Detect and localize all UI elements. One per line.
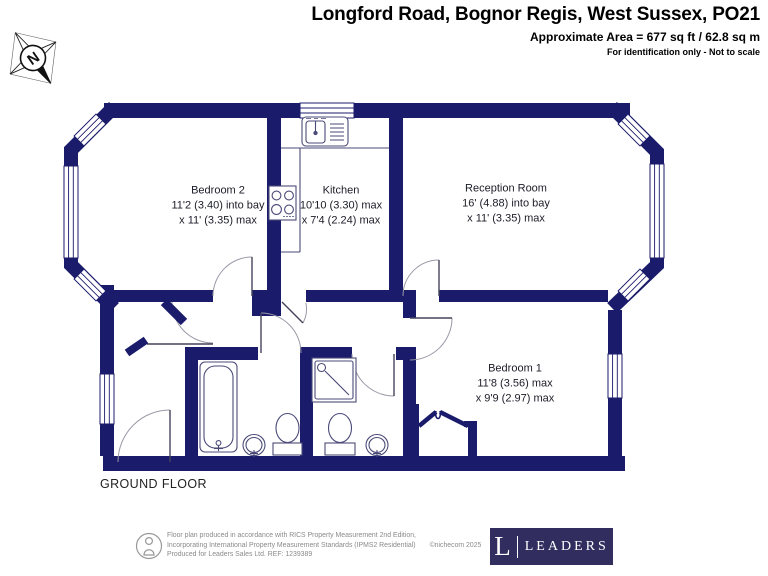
- sink-icon: [301, 116, 349, 147]
- kitchen-door-arc: [302, 302, 308, 324]
- entrance-door-arc: [117, 409, 171, 463]
- bay-window-left-bottom: [73, 268, 107, 302]
- footer-line3: Produced for Leaders Sales Ltd. REF: 123…: [167, 551, 313, 558]
- footer-line2: Incorporating International Property Mea…: [167, 541, 482, 549]
- nichecom-icon: [135, 532, 163, 560]
- toilet-icon: [272, 412, 303, 456]
- header: Longford Road, Bognor Regis, West Sussex…: [311, 4, 760, 57]
- bay-window-left-top: [73, 113, 107, 147]
- entrance-cupboard-wall: [124, 336, 149, 357]
- bedroom1-door-arc: [409, 317, 453, 361]
- bay-window-left-mid: [63, 165, 79, 259]
- hob-icon: [268, 185, 297, 221]
- kitchen-counter-line: [281, 147, 389, 253]
- logo-name: LEADERS: [524, 538, 609, 554]
- bathtub-icon: [199, 361, 238, 453]
- doors: [117, 256, 470, 463]
- hall-window-icon: [99, 373, 115, 425]
- toilet-icon: [324, 412, 356, 456]
- copyright: ©nichecom 2025: [429, 541, 482, 549]
- logo-letter: L: [494, 531, 511, 561]
- wardrobe-doors-icon: [417, 409, 470, 429]
- shower-icon: [311, 357, 357, 403]
- page-title: Longford Road, Bognor Regis, West Sussex…: [311, 4, 760, 25]
- bedroom1-window-icon: [607, 353, 623, 399]
- walls: [100, 103, 630, 471]
- bay-window-right-mid: [649, 163, 665, 259]
- basin-icon: [365, 433, 389, 457]
- disclaimer-text: For identification only - Not to scale: [606, 47, 760, 57]
- bay-window-right-top: [617, 113, 651, 147]
- fixtures: [199, 116, 389, 457]
- bay-window-right-bottom: [617, 268, 651, 302]
- footer-line1: Floor plan produced in accordance with R…: [167, 532, 416, 539]
- floor-label: GROUND FLOOR: [100, 477, 207, 491]
- basin-icon: [242, 433, 266, 457]
- kitchen-window-icon: [299, 102, 355, 119]
- footer-text: Floor plan produced in accordance with R…: [167, 531, 481, 560]
- windows: [63, 102, 665, 425]
- cupboard-angled-wall: [160, 298, 188, 326]
- kitchen-door-leaf: [281, 301, 304, 324]
- reception-door-arc: [402, 259, 440, 297]
- logo-divider: [516, 535, 518, 558]
- bedroom2-door-arc: [212, 256, 253, 297]
- approximate-area: Approximate Area = 677 sq ft / 62.8 sq m: [530, 30, 760, 44]
- leaders-logo: L LEADERS: [490, 528, 613, 565]
- shower-room-door-arc: [351, 353, 395, 397]
- bathroom-door-arc: [260, 312, 302, 354]
- compass-icon: N: [9, 32, 57, 84]
